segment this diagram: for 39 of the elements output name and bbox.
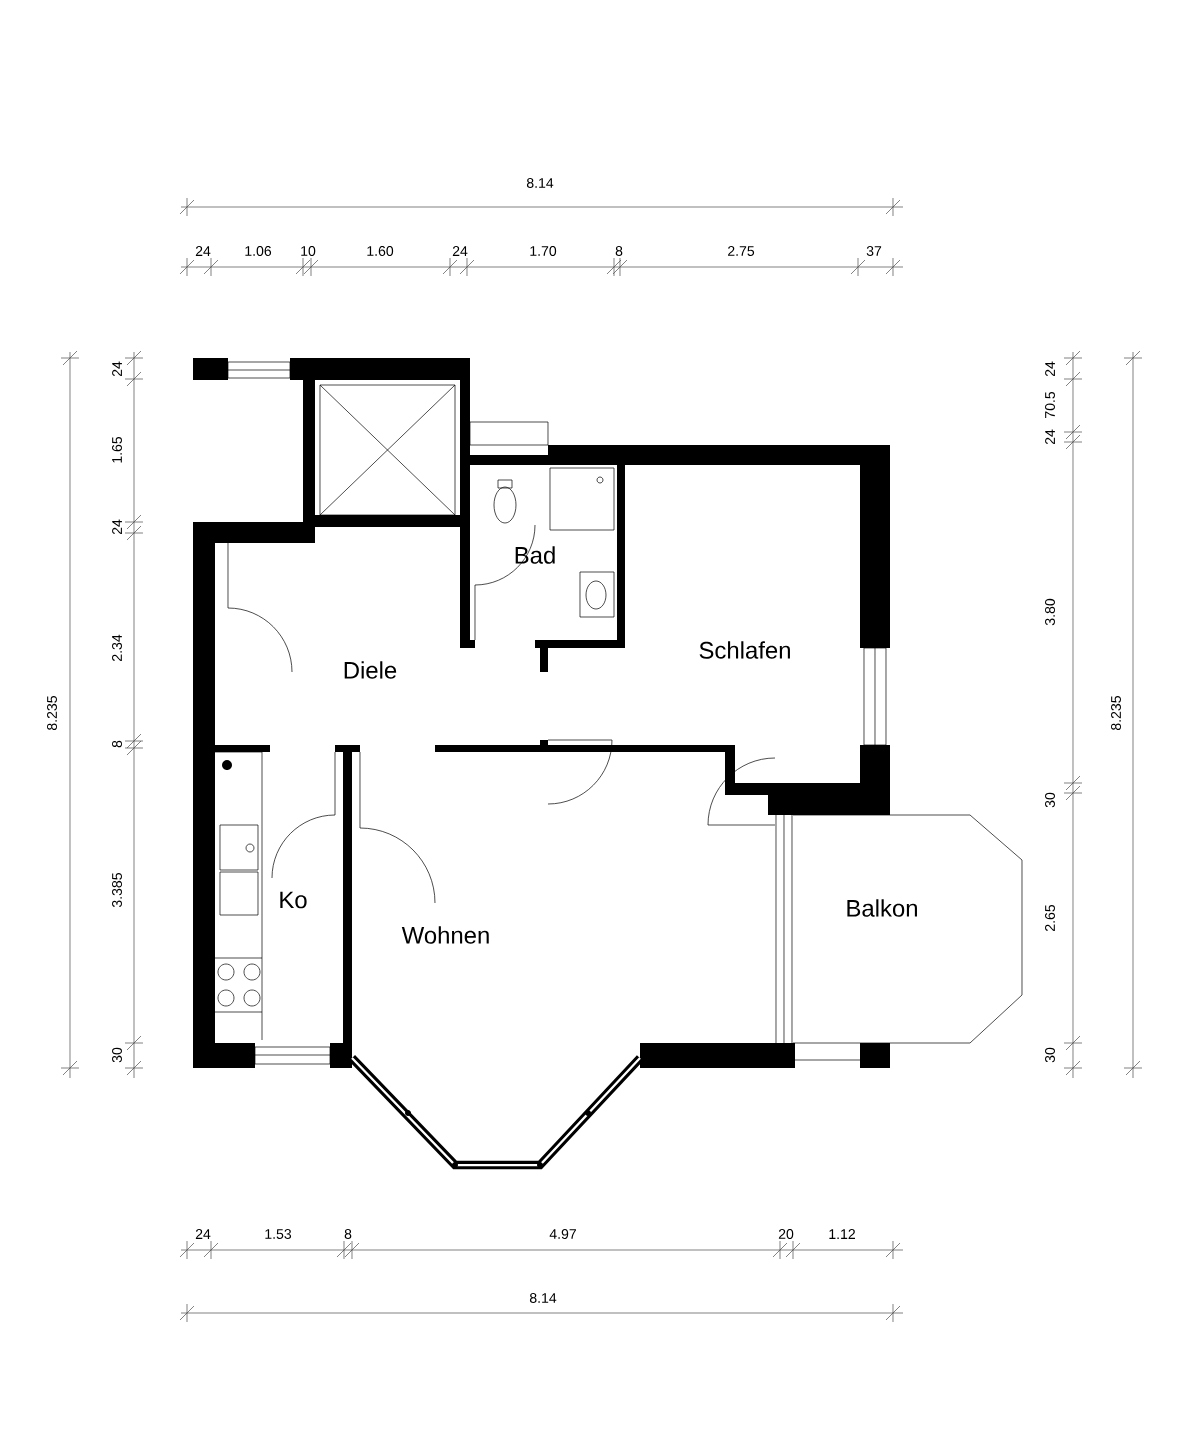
dimension-label: 20 (778, 1229, 794, 1239)
dimension-label: 30 (112, 1047, 122, 1063)
dimension-label: 8 (615, 246, 623, 256)
dimension-label: 70.5 (1045, 391, 1055, 418)
dimension-label: 3.385 (112, 873, 122, 908)
room-label: Bad (515, 546, 555, 564)
dimension-label: 37 (866, 246, 882, 256)
dimension-label: 1.53 (265, 1229, 292, 1239)
dimension-label: 24 (1045, 429, 1055, 445)
dimension-label: 8 (112, 740, 122, 748)
dimension-label: 30 (1045, 1047, 1055, 1063)
room-label: Balkon (847, 899, 917, 917)
dimension-label: 8 (344, 1229, 352, 1239)
dimension-label: 4.97 (549, 1229, 576, 1239)
room-label: Ko (280, 891, 307, 909)
dimension-label: 8.235 (47, 696, 57, 730)
dimension-label: 1.65 (112, 436, 122, 463)
dimension-label: 24 (452, 246, 468, 256)
dimension-label: 2.65 (1045, 904, 1055, 931)
dimension-label: 1.06 (245, 246, 272, 256)
dimension-label: 1.12 (829, 1229, 855, 1239)
room-label: Schlafen (699, 641, 790, 659)
dimension-label: 3.80 (1045, 598, 1055, 626)
dimension-label: 1.70 (530, 246, 557, 256)
room-label: Wohnen (401, 926, 489, 944)
dimension-label: 24 (195, 246, 211, 256)
dimension-label: 30 (1045, 792, 1055, 808)
dimension-label: 8.14 (529, 1293, 557, 1303)
dimension-label: 8.235 (1111, 696, 1121, 730)
dimension-label: 2.34 (112, 634, 122, 661)
dimension-label: 2.75 (728, 246, 755, 256)
room-label: Diele (344, 661, 397, 679)
dimension-label: 10 (301, 246, 316, 256)
dimension-label: 24 (1045, 361, 1055, 377)
dimension-label: 24 (195, 1229, 211, 1239)
dimension-label: 24 (112, 519, 122, 535)
dimension-label: 8.14 (526, 178, 554, 188)
dimension-label: 1.60 (367, 246, 394, 256)
dimension-label: 24 (112, 361, 122, 377)
